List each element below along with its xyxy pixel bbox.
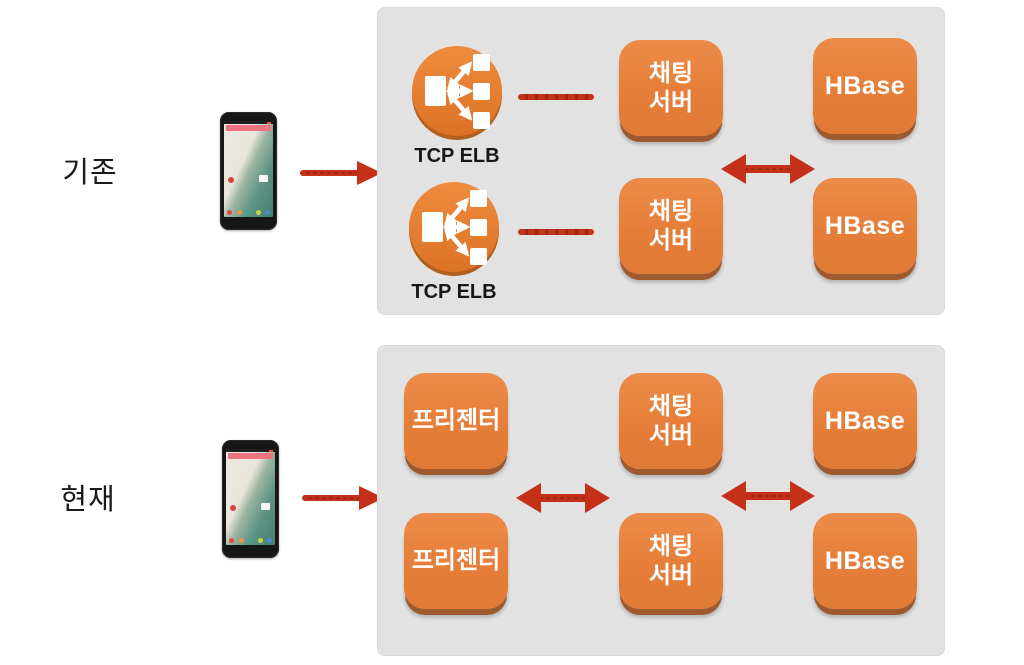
presenter-node-2: 프리젠터	[404, 513, 508, 609]
chat-server-node-1: 채팅 서버	[619, 373, 723, 469]
phone-notification-bar	[228, 453, 273, 459]
chat-server-label-line1: 채팅	[648, 532, 694, 560]
phone-app-icon	[228, 176, 234, 183]
current-section-label: 현재	[60, 484, 116, 516]
legacy-panel: TCP ELB TCP ELB 채팅 서버 채	[377, 7, 945, 315]
connector-line	[518, 229, 594, 235]
presenter-label: 프리젠터	[411, 407, 501, 435]
hbase-label: HBase	[824, 71, 906, 100]
phone-dock-icons	[229, 537, 272, 543]
phone-status-bar	[224, 121, 273, 124]
phone-screen	[224, 121, 273, 217]
smartphone-icon	[222, 440, 279, 558]
chat-server-label-line1: 채팅	[648, 197, 694, 225]
hbase-label: HBase	[824, 211, 906, 240]
chat-server-label-line2: 서버	[648, 562, 694, 589]
presenter-node-1: 프리젠터	[404, 373, 508, 469]
hbase-node-2: HBase	[813, 178, 917, 274]
chat-server-label-line2: 서버	[648, 227, 694, 254]
tcp-elb-2: TCP ELB	[407, 180, 501, 304]
load-balancer-icon	[412, 46, 502, 140]
current-panel: 프리젠터 프리젠터 채팅 서버 채팅 서버 HBase HBase	[377, 345, 945, 656]
connector-line	[518, 94, 594, 100]
phone-widget-icon	[261, 502, 270, 510]
chat-server-label-line2: 서버	[648, 89, 694, 116]
chat-server-label-line1: 채팅	[648, 392, 694, 420]
hbase-node-1: HBase	[813, 373, 917, 469]
phone-dock-icons	[227, 209, 270, 215]
phone-app-icon	[230, 504, 236, 511]
chat-server-node-2: 채팅 서버	[619, 178, 723, 274]
chat-server-node-1: 채팅 서버	[619, 40, 723, 136]
phone-status-bar	[226, 449, 275, 452]
double-arrow-icon	[721, 154, 815, 184]
arrow-right-icon	[300, 161, 382, 185]
tcp-elb-1-label: TCP ELB	[414, 145, 500, 167]
load-balancer-icon	[409, 182, 499, 276]
legacy-section-label: 기존	[62, 157, 118, 189]
arrow-right-icon	[302, 486, 384, 510]
smartphone-icon	[220, 112, 277, 230]
tcp-elb-1: TCP ELB	[410, 44, 504, 168]
phone-notification-bar	[226, 125, 271, 131]
hbase-node-1: HBase	[813, 38, 917, 134]
double-arrow-icon	[516, 483, 610, 513]
hbase-node-2: HBase	[813, 513, 917, 609]
hbase-label: HBase	[824, 406, 906, 435]
phone-screen	[226, 449, 275, 545]
double-arrow-icon	[721, 481, 815, 511]
chat-server-label-line1: 채팅	[648, 59, 694, 87]
chat-server-label-line2: 서버	[648, 422, 694, 449]
presenter-label: 프리젠터	[411, 547, 501, 575]
chat-server-node-2: 채팅 서버	[619, 513, 723, 609]
hbase-label: HBase	[824, 546, 906, 575]
phone-widget-icon	[259, 174, 268, 182]
tcp-elb-2-label: TCP ELB	[411, 281, 497, 303]
